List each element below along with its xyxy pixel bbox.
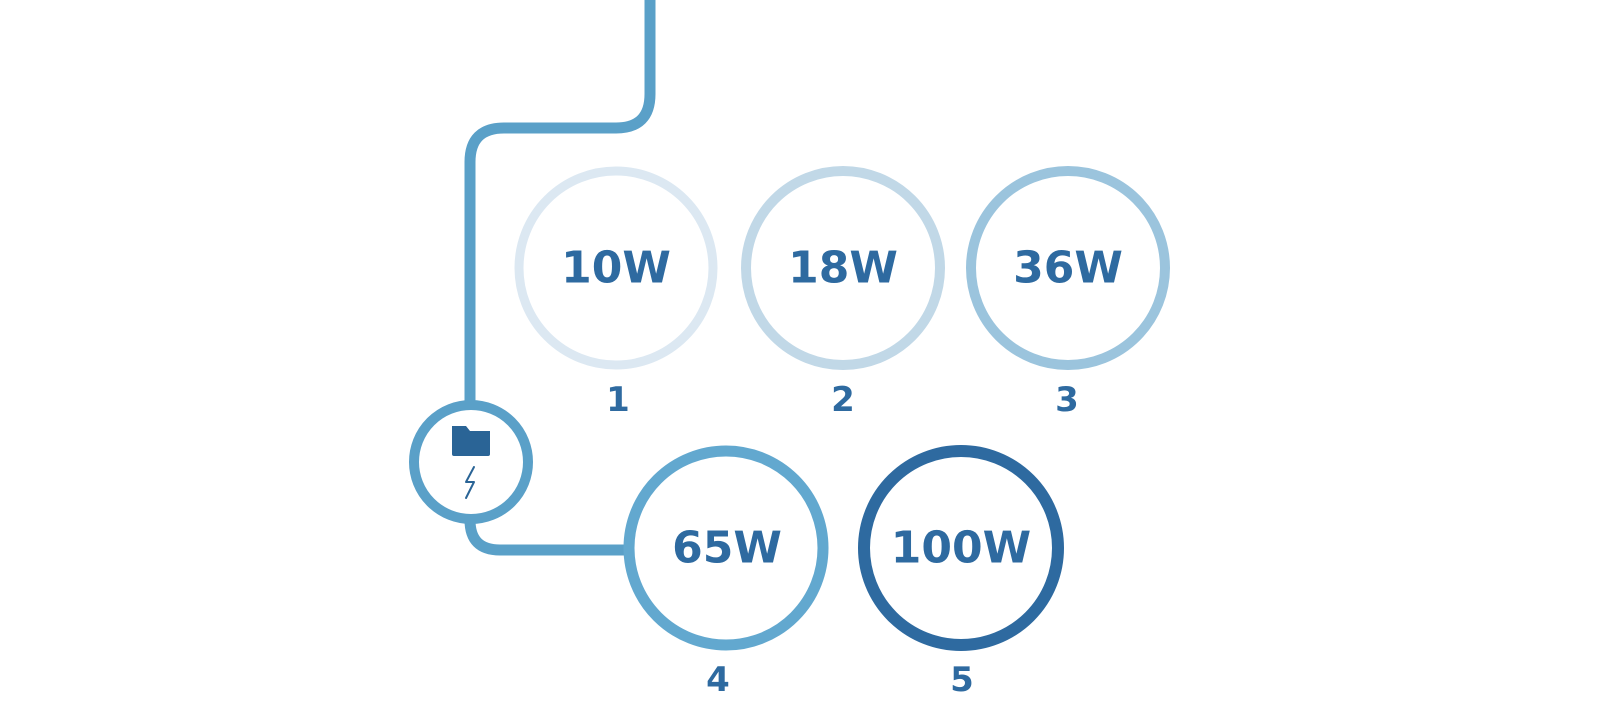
lightning-bolt-icon — [465, 466, 475, 499]
level-number: 2 — [831, 380, 855, 420]
cable-line — [464, 0, 656, 556]
power-ring-18w — [741, 166, 945, 370]
charger-hub — [409, 400, 533, 524]
power-level-5: 100W 5 — [858, 445, 1064, 700]
power-level-1: 10W 1 — [514, 166, 718, 420]
wattage-label: 36W — [1013, 243, 1123, 294]
level-number: 4 — [706, 660, 730, 700]
power-ring-100w — [858, 445, 1064, 651]
power-level-3: 36W 3 — [966, 166, 1170, 420]
power-level-4: 65W 4 — [623, 445, 829, 700]
power-level-2: 18W 2 — [741, 166, 945, 420]
power-ring-10w — [514, 166, 718, 370]
wattage-label: 10W — [561, 243, 671, 294]
wattage-label: 65W — [672, 523, 782, 574]
folder-icon — [452, 426, 490, 456]
power-ring-36w — [966, 166, 1170, 370]
wattage-label: 100W — [891, 523, 1031, 574]
hub-ring — [409, 400, 533, 524]
level-number: 1 — [606, 380, 630, 420]
power-ring-65w — [623, 445, 829, 651]
level-number: 5 — [950, 660, 974, 700]
wattage-label: 18W — [788, 243, 898, 294]
level-number: 3 — [1055, 380, 1079, 420]
